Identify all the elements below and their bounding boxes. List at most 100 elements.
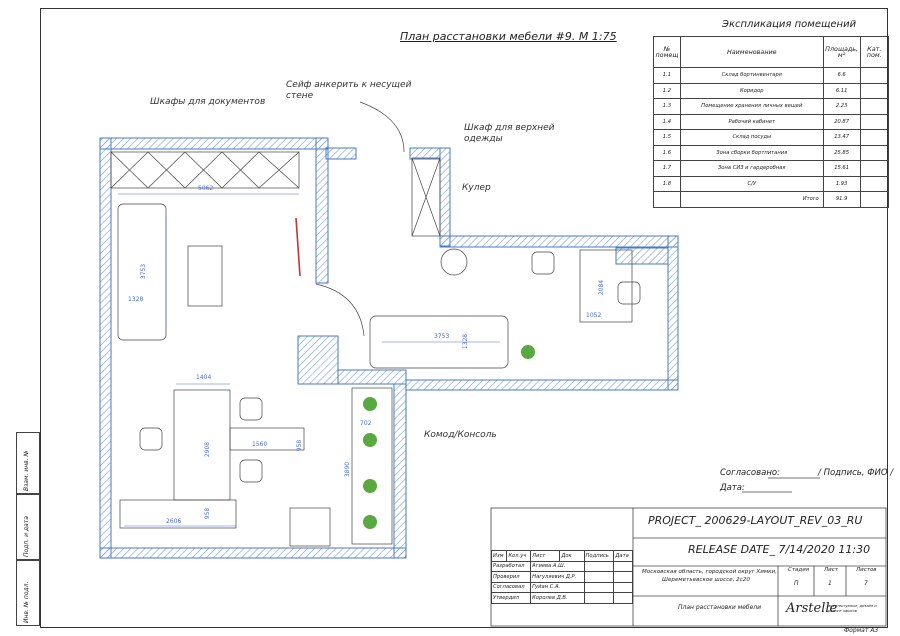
- address-line-1: Московская область, городской округ Химк…: [642, 569, 777, 575]
- sheets-label: Листов: [856, 567, 877, 573]
- chair-3: [239, 397, 263, 421]
- side-cell-inv-orig: Инв. № подл.: [16, 560, 40, 626]
- stamp-people-table: Изм Кол.уч Лист Док Подпись Дата Разрабо…: [490, 550, 633, 604]
- exp-cell-name: Зона СИЗ и гардеробная: [679, 160, 824, 177]
- exp-cell-cat: [859, 113, 890, 130]
- stamp-col-doc: Док: [559, 550, 585, 562]
- sheet-value: 1: [828, 580, 832, 587]
- exp-total-empty: [653, 191, 681, 208]
- release-date: RELEASE DATE_ 7/14/2020 11:30: [688, 543, 871, 556]
- sheet-title: План расстановки мебели: [678, 604, 762, 611]
- safe: [289, 507, 331, 547]
- drawing-frame: [40, 8, 888, 628]
- exp-header-area: Площадь, м²: [822, 36, 861, 68]
- exp-cell-area: 1.93: [822, 175, 861, 192]
- label-doc-cabinets: Шкафы для документов: [150, 97, 266, 107]
- sofa-right: [369, 315, 509, 369]
- plant-4: [363, 515, 377, 529]
- wall-right: [667, 235, 679, 391]
- wall-center-bottom: [337, 369, 407, 385]
- wall-top-right: [439, 235, 679, 248]
- stamp-person-date: [613, 571, 633, 583]
- exp-cell-name: Склад посуды: [679, 129, 824, 146]
- desk-side: [229, 427, 305, 451]
- exp-cell-name: Коридор: [679, 82, 824, 99]
- plants: [363, 345, 535, 529]
- dim-702: 702: [360, 420, 372, 427]
- exp-cell-no: 1.4: [653, 113, 681, 130]
- exp-cell-name: Склад бортинвентаря: [679, 67, 824, 84]
- company-logo: Arstelle: [786, 601, 838, 616]
- exp-cell-name: Помещение хранения личных вещей: [679, 98, 824, 115]
- door-arc-center: [315, 283, 365, 337]
- dim-1328-right: 1328: [462, 333, 470, 350]
- door-red-marker: [295, 217, 301, 277]
- label-wardrobe-1: Шкаф для верхней: [464, 123, 555, 133]
- label-safe-2: стене: [286, 91, 314, 101]
- dim-2084: 2084: [598, 279, 606, 296]
- explication-table: № помещ Наименование Площадь, м² Кат. по…: [653, 36, 890, 208]
- explication-title: Экспликация помещений: [722, 19, 857, 30]
- dim-1052: 1052: [586, 312, 602, 319]
- exp-cell-area: 25.85: [822, 144, 861, 161]
- dim-1328-left: 1328: [128, 296, 144, 303]
- exp-cell-cat: [859, 160, 890, 177]
- chairs: [139, 251, 641, 483]
- wall-bottom: [99, 547, 407, 559]
- wall-console-right: [393, 383, 407, 559]
- exp-cell-cat: [859, 175, 890, 192]
- label-console: Комод/Консоль: [424, 430, 497, 440]
- stamp-person-date: [613, 560, 633, 572]
- dim-3890: 3890: [344, 461, 352, 478]
- exp-cell-no: 1.8: [653, 175, 681, 192]
- label-safe-1: Сейф анкерить к несущей: [286, 80, 412, 90]
- wardrobe-cross: [411, 157, 441, 237]
- dim-5062: 5062: [198, 185, 214, 192]
- exp-cell-no: 1.3: [653, 98, 681, 115]
- stamp-person-date: [613, 581, 633, 593]
- console: [351, 387, 393, 545]
- exp-header-cat: Кат. пом.: [859, 36, 890, 68]
- date-label: Дата:: [720, 483, 745, 493]
- dim-958-bottom: 958: [204, 507, 212, 520]
- coffee-table-left: [187, 245, 223, 307]
- side-cell-sign-date: Подп. и дата: [16, 494, 40, 560]
- stamp-col-sheet: Лист: [530, 550, 561, 562]
- chair-4: [239, 459, 263, 483]
- exp-cell-no: 1.5: [653, 129, 681, 146]
- stamp-role: Утвердил: [490, 592, 532, 604]
- stamp-person-sign: [583, 592, 615, 604]
- plant-1: [363, 397, 377, 411]
- stamp-role: Разработал: [490, 560, 532, 572]
- stamp-col-date: Дата: [613, 550, 633, 562]
- exp-cell-no: 1.1: [653, 67, 681, 84]
- exp-header-name: Наименование: [679, 36, 824, 68]
- exp-cell-area: 15.61: [822, 160, 861, 177]
- dim-1404: 1404: [196, 374, 212, 381]
- exp-cell-area: 2.23: [822, 98, 861, 115]
- sign-hint: / Подпись, ФИО /: [818, 468, 894, 478]
- exp-cell-area: 13.47: [822, 129, 861, 146]
- side-cell-replace-inv: Взам. инв. №: [16, 432, 40, 494]
- stamp-person-name: Нагуляевич Д.Р.: [530, 571, 585, 583]
- dim-2606: 2606: [166, 518, 182, 525]
- address-line-2: Шереметьевское шоссе, 2с20: [662, 577, 750, 583]
- exp-cell-no: 1.7: [653, 160, 681, 177]
- wall-stub-top: [325, 147, 357, 160]
- wall-top-left: [99, 137, 329, 150]
- wardrobe: [411, 157, 441, 237]
- wall-left: [99, 137, 112, 559]
- dim-3753-left: 3753: [140, 263, 148, 280]
- exp-cell-cat: [859, 129, 890, 146]
- stamp-person-sign: [583, 571, 615, 583]
- stamp-col-change: Изм: [490, 550, 508, 562]
